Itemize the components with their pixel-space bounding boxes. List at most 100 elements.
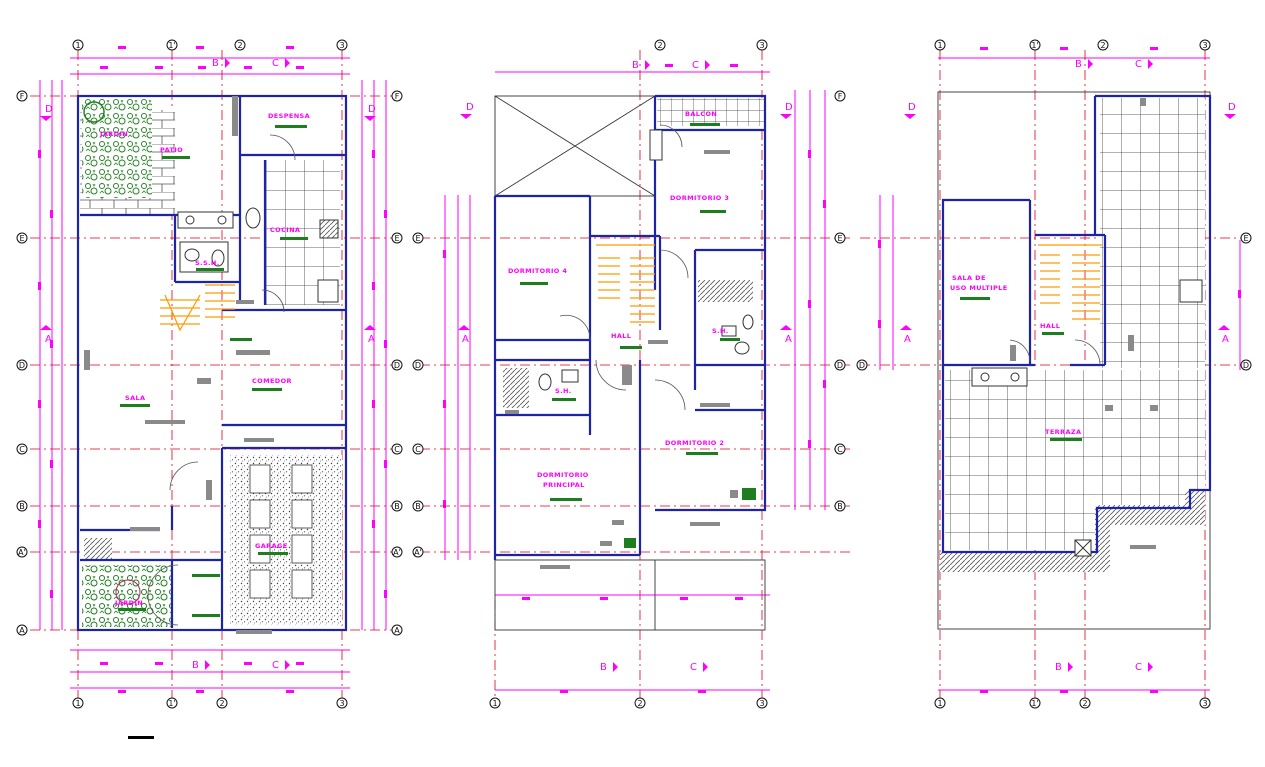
axis-label: 2	[1100, 41, 1105, 50]
axis-lines	[420, 50, 850, 700]
room-label-balcon: BALCON	[685, 110, 717, 118]
dimension-ticks	[878, 47, 1241, 693]
axis-label: 1	[492, 699, 497, 708]
axis-label: 3	[759, 41, 764, 50]
room-label-hall: HALL	[611, 332, 631, 340]
section-mark-label: C	[272, 58, 279, 69]
axis-label: A'	[414, 548, 422, 557]
annotation-blocks	[1010, 98, 1158, 549]
door-swings	[147, 134, 296, 626]
axis-label: 3	[759, 699, 764, 708]
door-swings	[559, 124, 689, 411]
garage-gravel	[230, 455, 342, 625]
room-label-jardin-bottom: JARDIN	[114, 599, 143, 607]
section-mark-label: A	[1222, 334, 1229, 345]
fixtures	[177, 207, 339, 303]
annotation-blocks	[84, 96, 274, 634]
axis-bubbles-side: E D D	[856, 232, 1252, 371]
axis-bubbles-side: F E D C B A' A F E D C B A' A	[16, 90, 403, 636]
section-mark-label: B	[192, 660, 199, 671]
room-label-sh-a: S.H.	[712, 327, 729, 335]
dimension-ticks	[443, 64, 826, 693]
garden-vegetation	[82, 98, 152, 198]
walls	[941, 94, 1212, 554]
axis-label: 2	[657, 41, 662, 50]
room-label-cocina: COCINA	[270, 226, 300, 234]
axis-label: B	[837, 502, 843, 511]
walls	[76, 94, 348, 632]
axis-label: B	[415, 502, 421, 511]
room-label-hall: HALL	[1040, 322, 1060, 330]
shower-hatch-2	[503, 368, 529, 408]
room-label-jardin-top: JARDIN	[99, 130, 128, 138]
section-mark-label: D	[466, 102, 474, 113]
axis-bubbles-top: 1 1' 2 3	[72, 39, 348, 51]
axis-label: 1'	[1031, 699, 1038, 708]
section-mark-label: B	[1055, 662, 1062, 673]
section-mark-label: A	[904, 334, 911, 345]
axis-label: A	[19, 626, 25, 635]
section-mark-label: D	[1228, 102, 1236, 113]
axis-bubbles-side: F E E D D C C B B A'	[412, 90, 846, 558]
axis-label: 3	[1202, 41, 1207, 50]
roof-eave-hatch	[940, 552, 1105, 572]
axis-label: E	[1243, 234, 1248, 243]
axis-label: D	[415, 361, 421, 370]
annotation-blocks	[505, 150, 738, 569]
section-mark-label: D	[785, 102, 793, 113]
axis-bubbles-bottom: 1 2 3	[489, 697, 768, 709]
level-tags	[960, 297, 1082, 441]
section-marks: B C B C D A D A	[458, 60, 793, 673]
axis-label: 2	[219, 699, 224, 708]
axis-label: E	[415, 234, 420, 243]
room-label-terraza: TERRAZA	[1045, 428, 1081, 436]
room-label-dormitorio-4: DORMITORIO 4	[508, 267, 567, 275]
section-mark-label: D	[368, 104, 376, 115]
axis-label: D	[837, 361, 843, 370]
room-label-dormitorio-principal: DORMITORIO	[537, 471, 589, 479]
axis-label: F	[838, 92, 843, 101]
axis-label: C	[415, 445, 421, 454]
axis-label: C	[19, 445, 25, 454]
axis-label: E	[837, 234, 842, 243]
section-mark-label: A	[462, 334, 469, 345]
room-label-comedor: COMEDOR	[252, 377, 292, 385]
stairs	[1038, 244, 1102, 320]
stairs	[596, 244, 655, 323]
planter-hatch	[84, 538, 112, 560]
room-label-patio: PATIO	[160, 146, 183, 154]
level-tags	[520, 123, 756, 548]
axis-label: B	[394, 502, 400, 511]
garage-paving	[249, 464, 313, 599]
room-label-sala-de: SALA DE	[952, 274, 986, 282]
axis-label: A	[394, 626, 400, 635]
axis-label: A'	[18, 548, 26, 557]
axis-label: F	[20, 92, 25, 101]
section-mark-label: C	[690, 662, 697, 673]
axis-label: C	[837, 445, 843, 454]
section-mark-label: C	[272, 660, 279, 671]
stairs	[160, 284, 235, 332]
balcony-floor	[657, 98, 765, 126]
room-label-sh-b: S.H.	[555, 387, 572, 395]
shower-hatch	[698, 280, 753, 302]
axis-label: A'	[393, 548, 401, 557]
axis-label: F	[395, 92, 400, 101]
section-mark-label: A	[368, 334, 375, 345]
axis-label: 1	[937, 41, 942, 50]
axis-bubbles-bottom: 1 1' 2 3	[72, 697, 348, 709]
section-marks: B C B C D A D A	[40, 58, 376, 671]
plan-ground-floor: JARDIN PATIO DESPENSA COCINA S.S.H. SALA…	[16, 39, 403, 739]
door-swings	[1009, 339, 1101, 366]
scale-bar	[128, 736, 154, 739]
section-mark-label: A	[785, 334, 792, 345]
section-mark-label: D	[45, 104, 53, 115]
plan-upper-floor: BALCON DORMITORIO 3 DORMITORIO 4 HALL S.…	[412, 39, 850, 709]
axis-label: E	[394, 234, 399, 243]
axis-label: 3	[339, 699, 344, 708]
axis-label: 3	[1202, 699, 1207, 708]
dimension-lines	[39, 57, 387, 689]
dimension-ticks	[38, 46, 387, 693]
roof-void	[494, 95, 766, 631]
